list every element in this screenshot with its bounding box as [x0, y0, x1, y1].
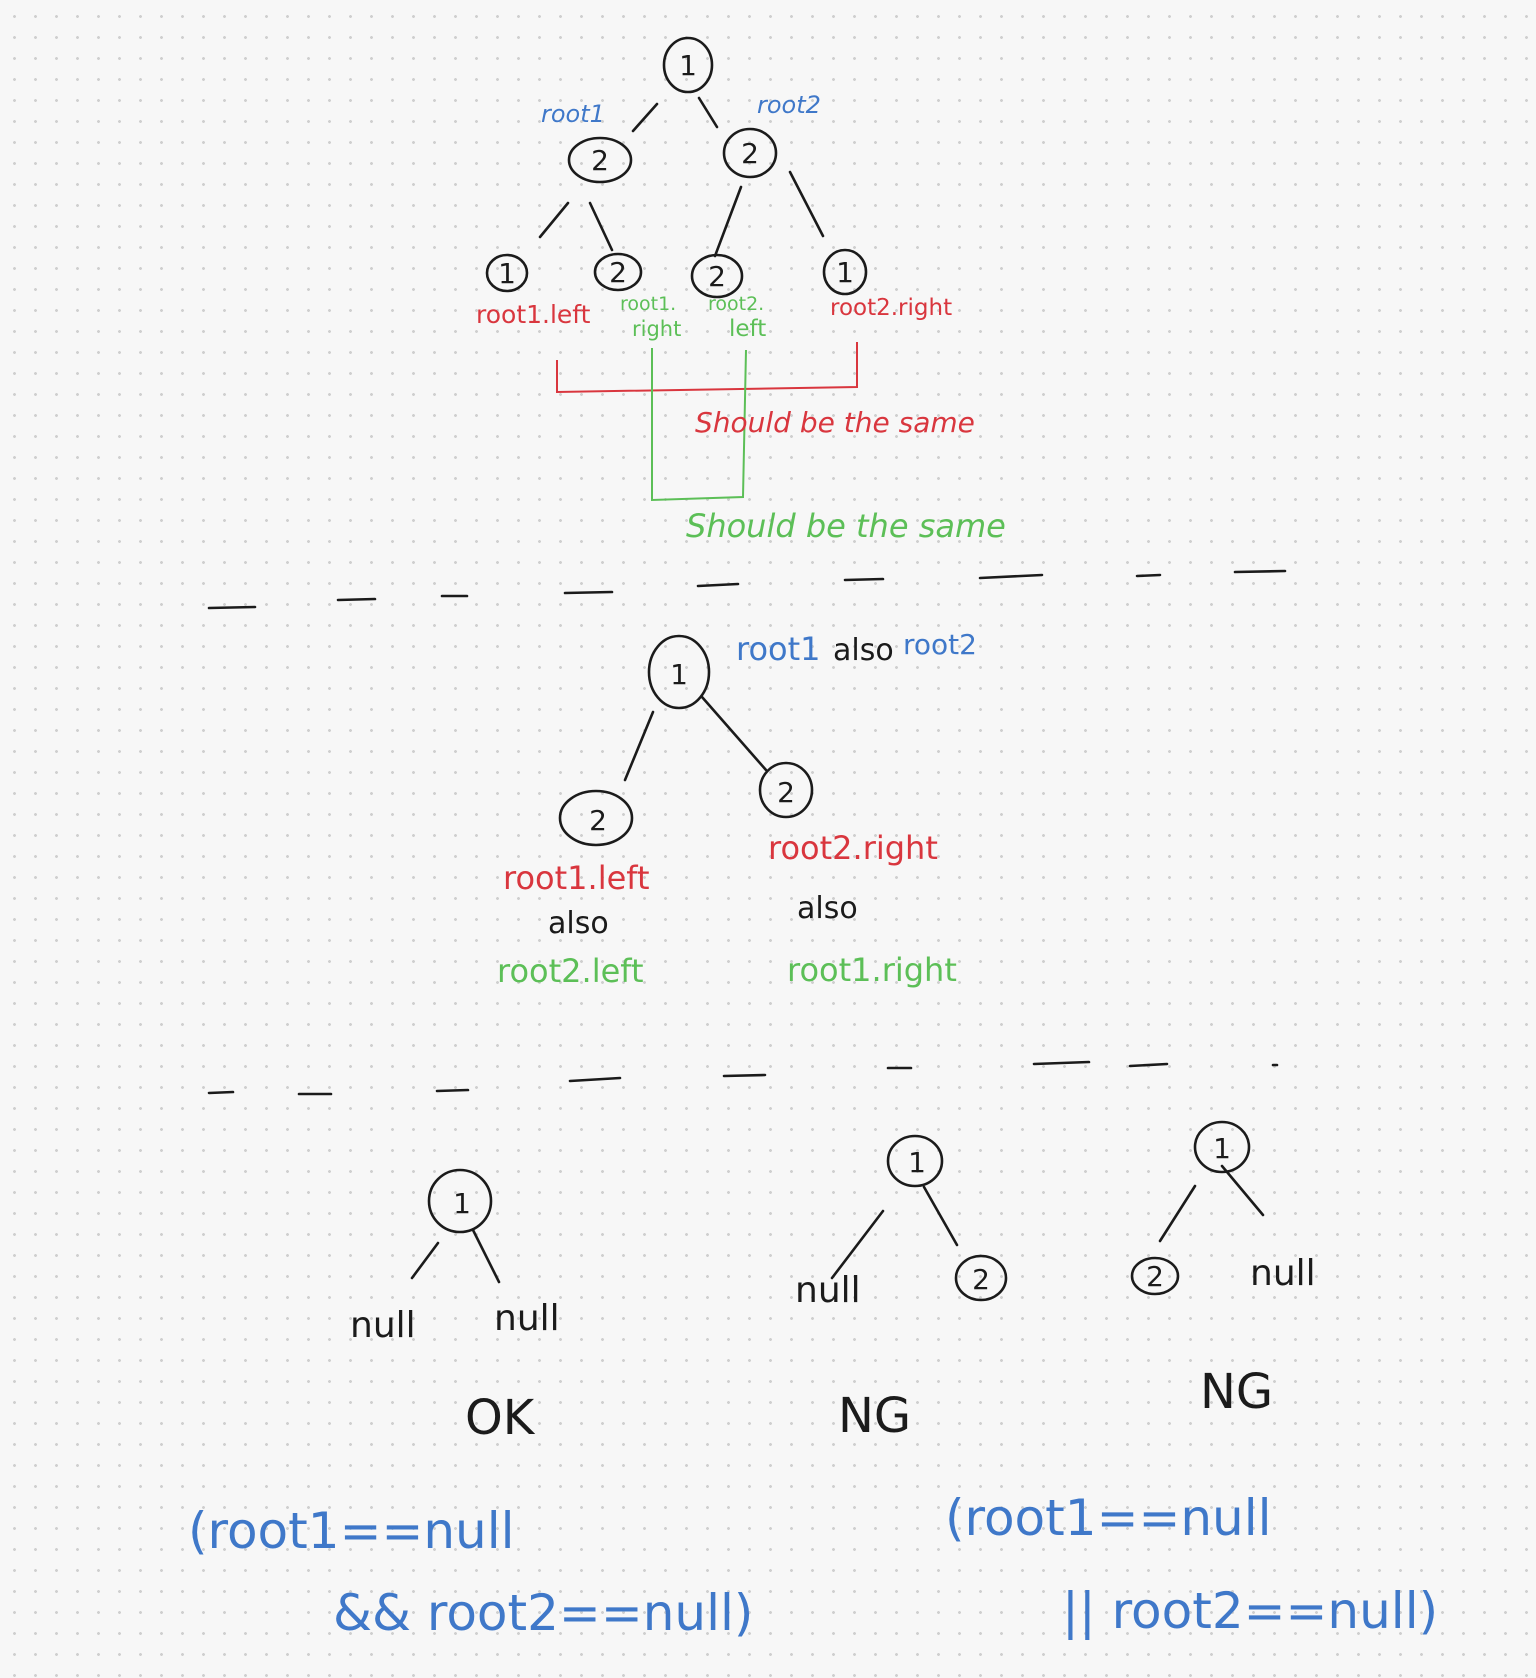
- edge-root-right: [697, 96, 719, 129]
- edge-root-left: [1158, 1184, 1197, 1243]
- node-circle: [558, 789, 634, 847]
- node-circle: [567, 136, 633, 184]
- node-circle: [593, 252, 643, 292]
- label-root1-left: root1.left: [476, 300, 591, 329]
- node-root: 1: [1193, 1120, 1251, 1174]
- label-right-b: root1.right: [787, 951, 957, 989]
- cond-and-line2: && root2==null): [333, 1584, 753, 1642]
- label-root1: root1: [541, 100, 605, 128]
- divider-1: [207, 569, 1287, 610]
- node-circle: [427, 1168, 493, 1234]
- node-value: 2: [972, 1263, 990, 1296]
- section1-edges: [538, 96, 825, 258]
- label-root2: root2: [757, 91, 821, 119]
- node-root: 1: [886, 1134, 944, 1188]
- cond-or-line2: || root2==null): [1062, 1582, 1438, 1640]
- label-root2-right: root2.right: [830, 295, 952, 321]
- node-left: 2: [558, 789, 634, 847]
- node-circle: [662, 36, 714, 94]
- node-root: 1: [662, 36, 714, 94]
- edge-root-left: [830, 1209, 885, 1280]
- section1-tree: 1 2 2 1 2 2 1 root1 root2 root1.left: [476, 36, 1006, 545]
- label-root2-left-b: left: [729, 316, 766, 342]
- cond-and-line1: (root1==null: [188, 1502, 515, 1560]
- node-root: 1: [427, 1168, 493, 1234]
- label-root1-right-a: root1.: [620, 293, 676, 315]
- verdict-ok: OK: [465, 1390, 536, 1446]
- node-circle: [485, 253, 529, 293]
- edge-root-left: [631, 102, 659, 133]
- node-right: 2: [722, 127, 778, 179]
- edge-r-rl: [713, 185, 743, 258]
- node-circle: [758, 761, 814, 819]
- node-lr: 2: [593, 252, 643, 292]
- label-root1-right-b: right: [632, 317, 681, 341]
- node-value: 2: [777, 776, 795, 809]
- node-circle: [886, 1134, 944, 1188]
- label-null-right: null: [494, 1298, 560, 1339]
- label-null-right: null: [1250, 1253, 1316, 1294]
- label-null-left: null: [350, 1305, 416, 1346]
- edge-root-right: [471, 1228, 501, 1284]
- edge-root-right: [922, 1185, 959, 1247]
- node-value: 2: [741, 137, 759, 170]
- section3-tree1: 1 null null OK: [350, 1168, 560, 1446]
- label-root-also: also: [833, 633, 894, 668]
- node-value: 1: [679, 49, 697, 82]
- label-root-b: root2: [903, 628, 977, 661]
- node-rr: 1: [822, 248, 868, 296]
- edge-r-rr: [788, 170, 825, 238]
- section2-tree: 1 2 2 root1 also root2 root1.left also r…: [497, 628, 977, 990]
- cond-or-line1: (root1==null: [945, 1489, 1272, 1547]
- edge-root-right: [700, 695, 768, 772]
- node-value: 1: [1213, 1132, 1231, 1165]
- node-circle: [722, 127, 778, 179]
- node-value: 2: [609, 256, 627, 289]
- node-circle: [1193, 1120, 1251, 1174]
- node-circle: [1130, 1256, 1180, 1296]
- node-circle: [690, 253, 744, 299]
- edge-l-lr: [588, 201, 614, 252]
- edge-root-right: [1220, 1164, 1265, 1217]
- node-right: 2: [954, 1254, 1008, 1302]
- red-note: Should be the same: [695, 406, 975, 439]
- node-value: 2: [589, 804, 607, 837]
- label-left-also: also: [548, 906, 609, 941]
- node-value: 1: [498, 257, 516, 290]
- node-value: 1: [670, 658, 688, 691]
- label-root2-left-a: root2.: [708, 293, 764, 315]
- node-circle: [954, 1254, 1008, 1302]
- node-left: 2: [1130, 1256, 1180, 1296]
- node-right: 2: [758, 761, 814, 819]
- section3-tree3: 1 2 null NG: [1130, 1120, 1316, 1420]
- green-note: Should be the same: [686, 507, 1006, 545]
- node-left: 2: [567, 136, 633, 184]
- node-value: 2: [1146, 1260, 1164, 1293]
- edge-l-ll: [538, 201, 570, 239]
- node-value: 2: [708, 260, 726, 293]
- node-circle: [647, 634, 711, 710]
- red-bracket: [556, 342, 858, 394]
- label-left-b: root2.left: [497, 952, 644, 990]
- edge-root-left: [410, 1241, 440, 1280]
- green-bracket: [651, 348, 747, 502]
- section3-tree2: 1 null 2 NG: [795, 1134, 1008, 1444]
- label-right-a: root2.right: [768, 829, 938, 867]
- node-circle: [822, 248, 868, 296]
- node-value: 1: [453, 1187, 471, 1220]
- node-value: 1: [908, 1146, 926, 1179]
- node-root: 1: [647, 634, 711, 710]
- label-root-a: root1: [736, 630, 821, 668]
- label-right-also: also: [797, 891, 858, 926]
- node-value: 1: [836, 256, 854, 289]
- label-left-a: root1.left: [503, 859, 650, 897]
- edge-root-left: [623, 710, 655, 782]
- verdict-ng: NG: [838, 1388, 911, 1444]
- verdict-ng: NG: [1200, 1364, 1273, 1420]
- label-null-left: null: [795, 1270, 861, 1311]
- node-ll: 1: [485, 253, 529, 293]
- node-rl: 2: [690, 253, 744, 299]
- divider-2: [207, 1060, 1279, 1096]
- node-value: 2: [591, 144, 609, 177]
